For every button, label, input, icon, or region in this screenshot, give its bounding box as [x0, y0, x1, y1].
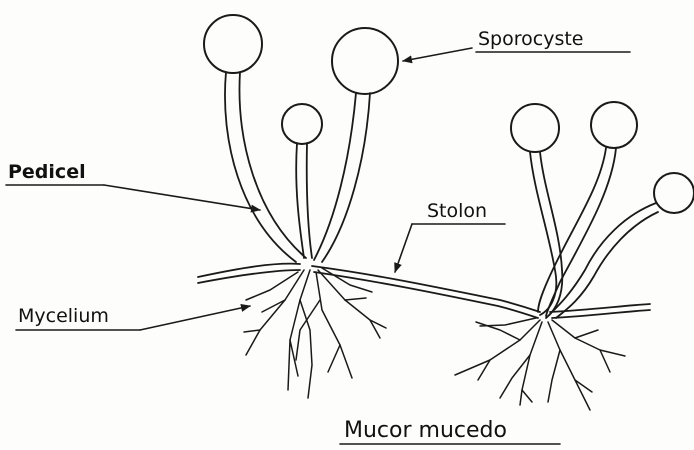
stolon-arrow [395, 224, 412, 272]
left-plant [198, 15, 398, 398]
title-group: Mucor mucedo [340, 418, 560, 444]
sporangium [511, 104, 559, 152]
right-plant [455, 102, 694, 410]
left-rhizoids [244, 268, 386, 398]
pedicel-stalks [225, 72, 370, 262]
stolon-label-group: Stolon [395, 200, 505, 272]
label-stolon: Stolon [427, 200, 487, 222]
label-mycelium: Mycelium [18, 305, 109, 327]
pedicel-arrow [104, 185, 260, 210]
sporocyste-label-group: Sporocyste [403, 28, 630, 61]
mycelium-label-group: Mycelium [16, 305, 250, 330]
diagram-title: Mucor mucedo [344, 418, 507, 443]
sporangium [591, 102, 637, 148]
mycelium-arrow [140, 306, 250, 330]
label-pedicel: Pedicel [8, 161, 86, 183]
stolon [312, 266, 540, 318]
right-pedicel-stalks [530, 148, 658, 318]
sporangium [204, 15, 262, 73]
pedicel-label-group: Pedicel [6, 161, 260, 210]
label-sporocyste: Sporocyste [478, 28, 584, 50]
sporocyste-arrow [403, 48, 472, 61]
sporangium [654, 173, 694, 213]
right-rhizoids [455, 318, 625, 410]
right-stolon-branch [550, 304, 650, 318]
sporangium [332, 28, 398, 94]
sporangium [282, 104, 322, 144]
